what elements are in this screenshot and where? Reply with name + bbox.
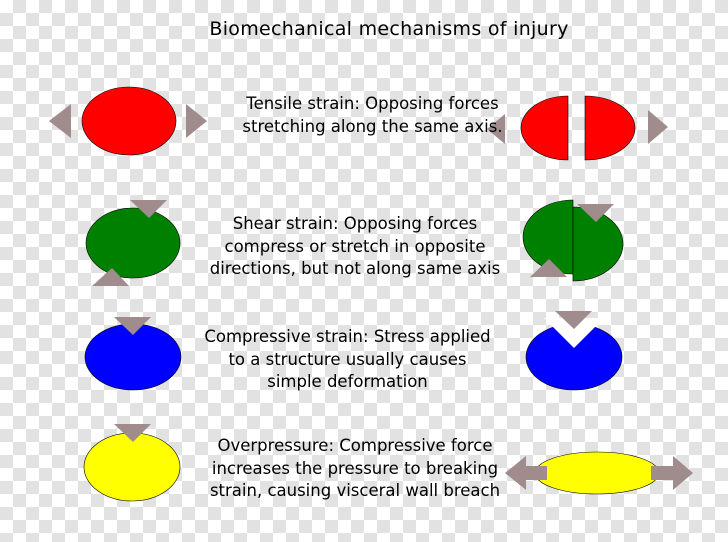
tensile-after-left-half — [520, 95, 569, 161]
shear-after-top-arrow — [577, 204, 614, 222]
tensile-after-right-arrow — [648, 110, 668, 144]
shear-after-group — [522, 199, 624, 282]
shear-top-arrow — [130, 200, 167, 218]
compressive-top-arrow — [114, 317, 151, 335]
tensile-before-group — [49, 86, 207, 156]
overpressure-before-shape — [83, 432, 181, 502]
overpressure-top-arrow — [114, 424, 151, 442]
compressive-before-group — [84, 317, 182, 391]
overpressure-after-shape — [534, 451, 660, 495]
shear-bottom-arrow — [92, 268, 129, 286]
compressive-after-group — [525, 311, 623, 391]
shear-strain-description: Shear strain: Opposing forces compress o… — [209, 214, 501, 278]
tensile-strain-description: Tensile strain: Opposing forces stretchi… — [242, 94, 503, 136]
shear-before-group — [85, 200, 181, 286]
compressive-dent — [544, 318, 604, 348]
shear-after-bottom-arrow — [530, 259, 567, 277]
overpressure-left-arrow — [505, 456, 547, 490]
tensile-after-left-arrow — [487, 114, 505, 144]
tensile-before-shape — [81, 86, 177, 156]
diagram-title: Biomechanical mechanisms of injury — [209, 18, 569, 40]
compressive-after-top-arrow — [555, 311, 592, 329]
shear-before-shape — [85, 207, 181, 279]
overpressure-before-group — [83, 424, 181, 502]
tensile-after-group — [487, 95, 668, 161]
tensile-left-arrow — [49, 104, 71, 138]
tensile-right-arrow — [186, 104, 207, 138]
overpressure-description: Overpressure: Compressive force increase… — [209, 436, 501, 500]
overpressure-right-arrow — [651, 456, 693, 490]
compressive-strain-description: Compressive strain: Stress applied to a … — [204, 327, 491, 391]
tensile-after-right-half — [584, 95, 636, 161]
overpressure-after-group — [505, 451, 693, 495]
